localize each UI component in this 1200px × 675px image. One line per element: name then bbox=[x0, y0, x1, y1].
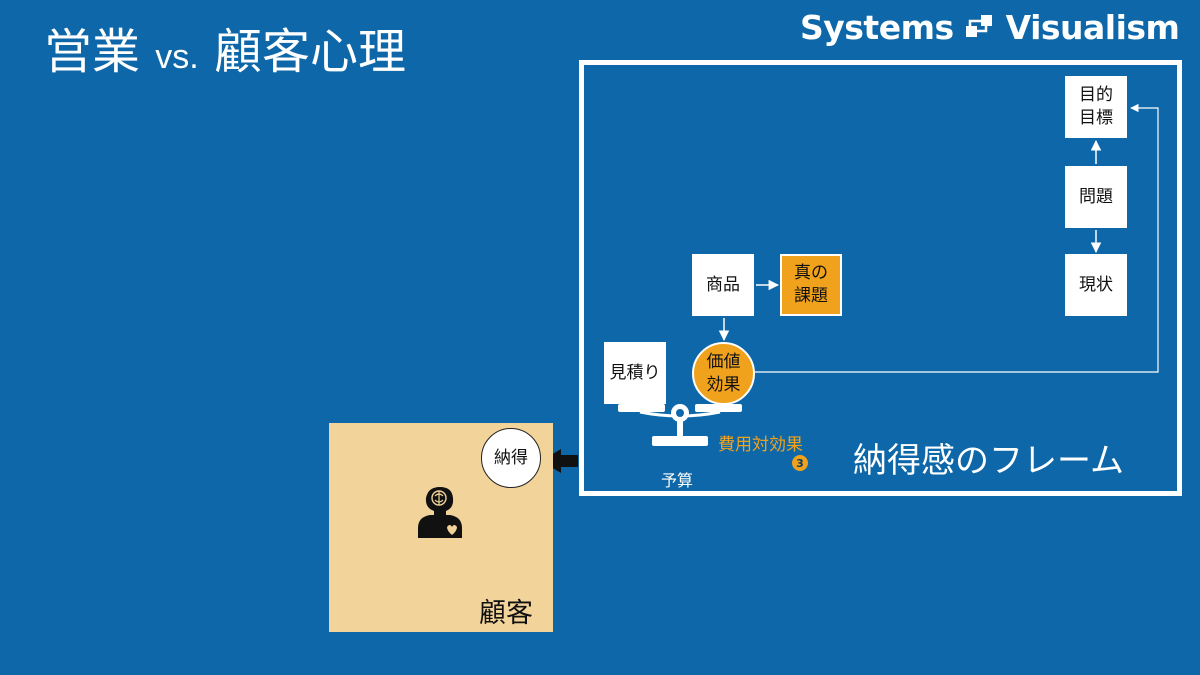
box-mondai: 問題 bbox=[1065, 166, 1127, 228]
slide-title: 営業 vs. 顧客心理 bbox=[44, 12, 406, 82]
balance-scale-icon bbox=[618, 404, 742, 446]
frame-label: 納得感のフレーム bbox=[853, 441, 1124, 481]
circle-kachi-koka: 価値 効果 bbox=[692, 342, 755, 405]
box-mitsumori: 見積り bbox=[604, 342, 666, 404]
customer-label: 顧客 bbox=[479, 598, 533, 629]
number-badge: 3 bbox=[792, 455, 808, 471]
box-shin-kadai: 真の 課題 bbox=[780, 254, 842, 316]
nattoku-frame bbox=[579, 60, 1182, 496]
arrow-kachi-to-mokuteki bbox=[755, 103, 1159, 373]
label-hiyo-taikoka: 費用対効果 bbox=[718, 435, 803, 455]
title-jp: 営業 bbox=[44, 24, 141, 80]
circle-nattoku: 納得 bbox=[481, 428, 541, 488]
label-yosan: 予算 bbox=[661, 471, 694, 490]
systems-visualism-logo-icon bbox=[965, 14, 992, 37]
box-mokuteki: 目的 目標 bbox=[1065, 76, 1127, 138]
brand-logo: Systems Visualism bbox=[800, 8, 1180, 47]
box-shohin: 商品 bbox=[692, 254, 754, 316]
arrow-frame-to-nattoku bbox=[541, 449, 578, 473]
box-genjo: 現状 bbox=[1065, 254, 1127, 316]
brand-left: Systems bbox=[800, 8, 954, 47]
brand-right: Visualism bbox=[1005, 8, 1180, 47]
title-jp2: 顧客心理 bbox=[214, 24, 407, 80]
person-with-brain-and-heart-icon bbox=[418, 487, 462, 538]
title-vs: vs. bbox=[155, 38, 199, 76]
